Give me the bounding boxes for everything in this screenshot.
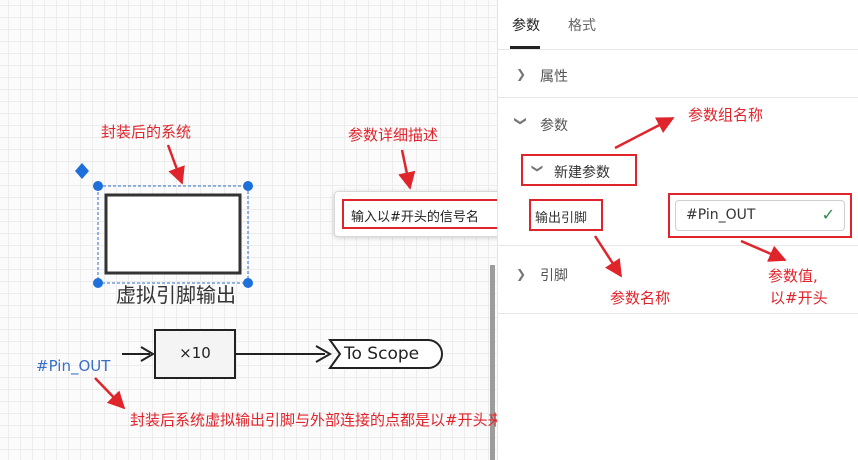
- resize-handle-bl[interactable]: [93, 278, 103, 288]
- pin-label: #Pin_OUT: [36, 357, 111, 375]
- arrowhead-out: [315, 345, 333, 363]
- arrow-to-block: [166, 144, 185, 185]
- tab-parameters[interactable]: 参数: [512, 18, 540, 34]
- resize-handle-br[interactable]: [243, 278, 253, 288]
- param-value-highlight: #Pin_OUT ✓: [668, 193, 852, 238]
- section-properties-label: 属性: [540, 69, 568, 85]
- note-bottom: 封装后系统虚拟输出引脚与外部连接的点都是以#开头来识别的: [130, 411, 548, 429]
- param-group-name: 新建参数: [554, 165, 610, 181]
- resize-handle-tl[interactable]: [93, 181, 103, 191]
- arrow-to-param-name-note: [593, 235, 623, 278]
- chevron-right-icon: ❯: [516, 267, 527, 281]
- to-scope-block[interactable]: [328, 339, 443, 369]
- note-encapsulated-system: 封装后的系统: [101, 123, 192, 141]
- tooltip-text: 输入以#开头的信号名: [351, 210, 479, 225]
- tabs-divider: [498, 49, 858, 50]
- note-param-group-name: 参数组名称: [688, 106, 764, 124]
- note-param-description: 参数详细描述: [348, 126, 439, 144]
- arrowhead-in: [140, 346, 155, 362]
- scope-label: To Scope: [344, 344, 420, 364]
- section-pins-label: 引脚: [540, 268, 568, 284]
- section-pins[interactable]: ❯ 引脚: [498, 251, 858, 314]
- section-properties[interactable]: ❯ 属性: [498, 50, 858, 98]
- properties-panel: 参数 格式 ❯ 属性 ❯ 参数 ❯ 新建参数 输出引脚 #Pin_OUT ✓ ❯…: [497, 0, 858, 460]
- arrow-to-param-value-note: [740, 239, 787, 262]
- arrow-to-tooltip: [398, 149, 416, 190]
- diagram-svg: [75, 144, 495, 460]
- arrow-to-pin: [94, 377, 126, 410]
- encapsulated-block[interactable]: [104, 193, 242, 275]
- note-param-name: 参数名称: [610, 289, 671, 307]
- selection-outline: [97, 185, 249, 284]
- param-label: 输出引脚: [535, 211, 588, 226]
- param-value-input[interactable]: #Pin_OUT ✓: [675, 200, 845, 231]
- canvas-scrollbar[interactable]: [490, 265, 495, 460]
- param-tooltip: 输入以#开头的信号名: [334, 191, 517, 237]
- note-param-value-1: 参数值,: [768, 267, 818, 285]
- resize-handle-tr[interactable]: [243, 181, 253, 191]
- panel-arrows-svg: [593, 116, 787, 278]
- param-value-text: #Pin_OUT: [686, 207, 756, 223]
- rotate-handle[interactable]: [75, 163, 89, 179]
- note-param-value-2: 以#开头: [770, 289, 828, 307]
- check-icon[interactable]: ✓: [821, 205, 835, 224]
- active-tab-indicator: [510, 46, 540, 49]
- param-label-box: 输出引脚: [529, 199, 603, 231]
- chevron-right-icon: ❯: [516, 67, 527, 81]
- param-group-header[interactable]: ❯ 新建参数: [521, 154, 637, 186]
- tooltip-highlight-box: 输入以#开头的信号名: [342, 199, 505, 229]
- gain-block[interactable]: [154, 329, 236, 379]
- section-parameters[interactable]: ❯ 参数: [498, 98, 858, 246]
- block-label: 虚拟引脚输出: [116, 283, 236, 307]
- section-parameters-label: 参数: [540, 118, 568, 134]
- tab-format[interactable]: 格式: [568, 18, 596, 34]
- gain-label: ×10: [179, 344, 211, 362]
- arrow-to-group-note: [614, 116, 675, 150]
